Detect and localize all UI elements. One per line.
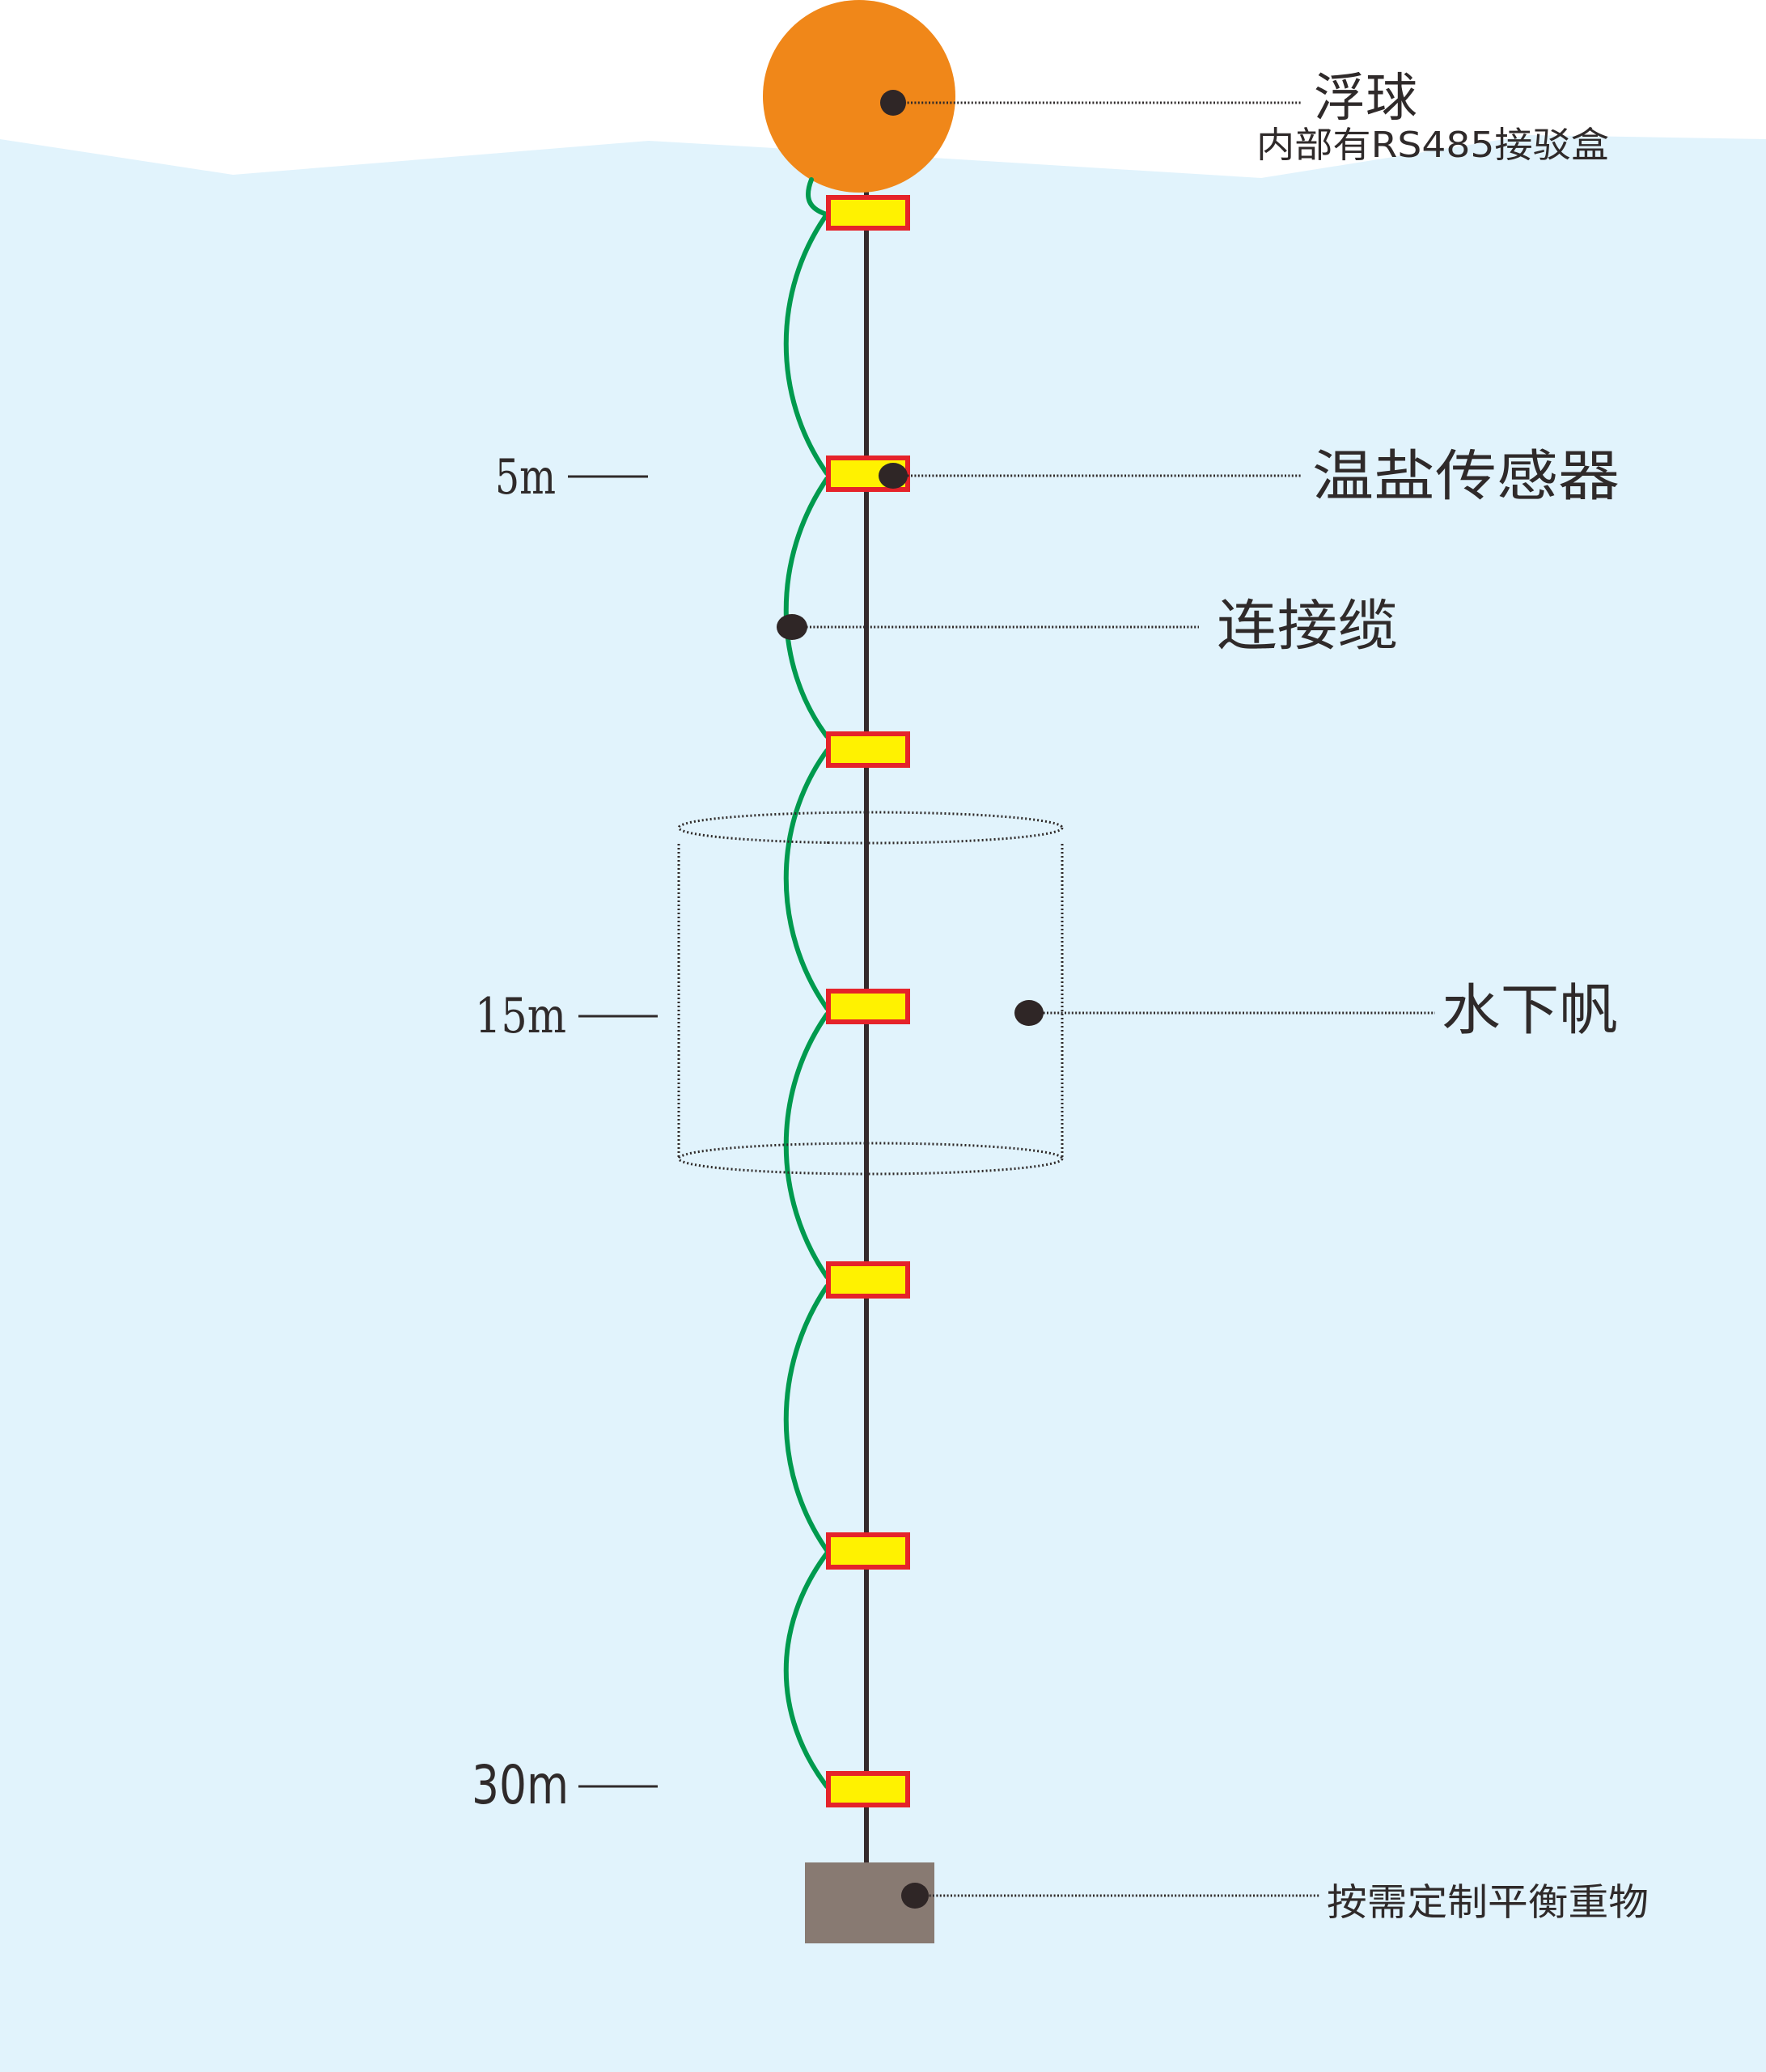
sail-marker-dot [1014, 1000, 1044, 1026]
sensors [826, 195, 910, 1807]
sail-bottom-ellipse [677, 1142, 1064, 1176]
depth-label-30m: 30m [472, 1754, 569, 1816]
sensor-marker-dot [879, 463, 908, 489]
depth-label-5m: 5m [495, 449, 556, 506]
cable-marker-dot [777, 614, 807, 640]
sensor-5[interactable] [826, 1261, 910, 1299]
cable-segment-5 [783, 1284, 829, 1553]
cable-segment-4 [783, 1012, 829, 1279]
weight-marker-dot [901, 1883, 929, 1909]
buoy-marker-dot [880, 90, 906, 116]
connecting-cable [783, 177, 829, 1789]
buoy-label: 浮球 [1314, 69, 1417, 129]
depth-label-15m: 15m [475, 988, 566, 1044]
sensor-1[interactable] [826, 195, 910, 231]
sensor-3[interactable] [826, 731, 910, 768]
sail-top-ellipse [677, 811, 1064, 845]
cable-segment-6 [783, 1551, 829, 1789]
cable-segment-1 [783, 212, 829, 476]
cable-segment-3 [783, 748, 829, 1011]
sensor-label: 温盐传感器 [1312, 445, 1620, 509]
buoy [763, 0, 955, 193]
sensor-7[interactable] [826, 1771, 910, 1807]
cable-hook-top [806, 177, 829, 217]
depth-marker-15m: 15m [475, 988, 658, 1044]
sail-label: 水下帆 [1442, 979, 1618, 1043]
sensor-6[interactable] [826, 1532, 910, 1570]
underwater-sail [677, 811, 1064, 1176]
water-body [0, 135, 1766, 2072]
weight-label: 按需定制平衡重物 [1327, 1880, 1649, 1924]
cable-segment-2 [783, 477, 829, 739]
buoy-note-label: 内部有RS485接驳盒 [1256, 125, 1609, 166]
depth-marker-5m: 5m [495, 449, 648, 506]
depth-marker-30m: 30m [472, 1754, 658, 1816]
callouts [777, 90, 1435, 1909]
cable-label: 连接缆 [1217, 595, 1398, 659]
sensor-4[interactable] [826, 989, 910, 1024]
